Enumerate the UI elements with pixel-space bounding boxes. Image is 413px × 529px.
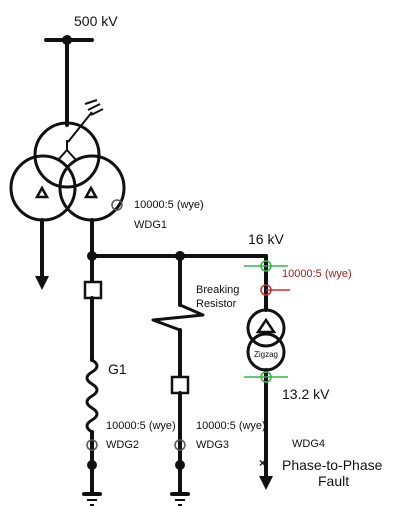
wye-primary-leg2 [66,149,77,161]
gen-breaker [83,280,103,300]
fault-label-line1: Phase-to-Phase [282,457,383,473]
bus-500kv-label: 500 kV [74,13,118,29]
ct-wdg2-icon [86,439,98,451]
tap-ground-bar2 [87,103,101,111]
bus-16kv-label: 16 kV [248,231,284,247]
zigzag-upper-circle [246,308,286,348]
ct-wdg1-icon [111,199,123,211]
ct-wdg2-label: WDG2 [106,439,139,451]
primary-winding-circle [33,121,101,189]
breaking-resistor-zigzag [151,303,205,332]
ct-grounding-ratio: 10000:5 (wye) [282,268,352,280]
ct-wdg3-label: WDG3 [196,439,229,451]
generator-label: G1 [108,361,127,377]
zigzag-delta-symbol [255,317,277,334]
resistor-breaker [170,375,190,395]
delta-symbol-right [83,185,99,199]
breaking-resistor-label-1: Breaking [196,284,239,296]
wye-primary-leg1 [57,149,68,161]
tertiary-arrow [35,276,49,290]
tap-ground-bar1 [84,99,98,105]
fault-arrow [259,476,273,490]
ct-wdg3-icon [174,439,186,451]
fault-x-marker: × [259,456,266,470]
ct-green-top-icon [260,260,272,272]
breaking-resistor-label-2: Resistor [196,298,237,310]
bus-13-2kv-label: 13.2 kV [282,386,330,402]
resistor-neutral-node [175,460,185,470]
ct-red-icon [260,284,272,296]
zigzag-label: Zigzag [254,350,278,359]
zigzag-grounding-transformer: Zigzag [246,308,286,372]
ct-wdg2-ratio: 10000:5 (wye) [106,420,176,432]
ct-wdg3-ratio: 10000:5 (wye) [196,420,266,432]
tap-changer-arrow [67,111,93,143]
wdg4-label: WDG4 [292,438,325,450]
gen-neutral-node [87,460,97,470]
ct-green-bottom-icon [260,371,272,383]
ct-wdg1-ratio: 10000:5 (wye) [134,199,204,211]
tap-ground-bar3 [90,108,104,116]
ct-wdg1-label: WDG1 [134,219,167,231]
fault-label-line2: Fault [318,473,349,489]
delta-symbol-left [34,185,50,199]
generator-coil [85,358,99,434]
